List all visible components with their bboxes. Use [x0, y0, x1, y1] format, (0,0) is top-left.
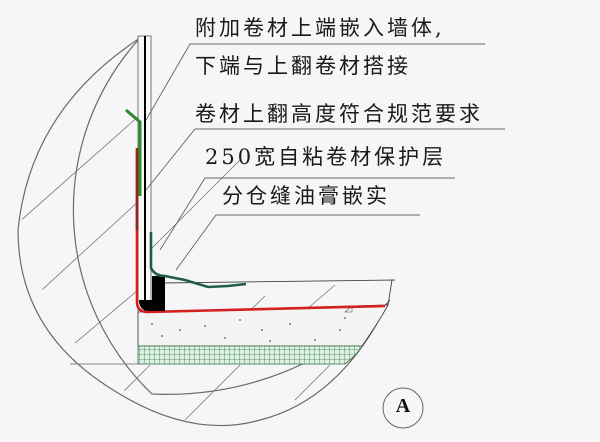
annotation-sealant-joint: 分仓缝油膏嵌实 — [222, 184, 390, 208]
protection-membrane — [149, 232, 247, 289]
sealant-joint — [152, 276, 165, 311]
detail-marker-label: A — [395, 395, 411, 417]
detail-marker-circle — [382, 387, 424, 429]
mesh-layer — [137, 345, 363, 365]
leader-lines — [145, 43, 505, 271]
additional-membrane — [125, 108, 142, 196]
annotation-additional-membrane-line2: 下端与上翻卷材搭接 — [195, 54, 411, 78]
annotation-protection-layer: 250宽自粘卷材保护层 — [205, 145, 447, 169]
annotation-upturn-height: 卷材上翻高度符合规范要求 — [195, 102, 483, 126]
annotation-additional-membrane-line1: 附加卷材上端嵌入墙体, — [195, 16, 445, 40]
upturned-membrane — [135, 150, 386, 314]
